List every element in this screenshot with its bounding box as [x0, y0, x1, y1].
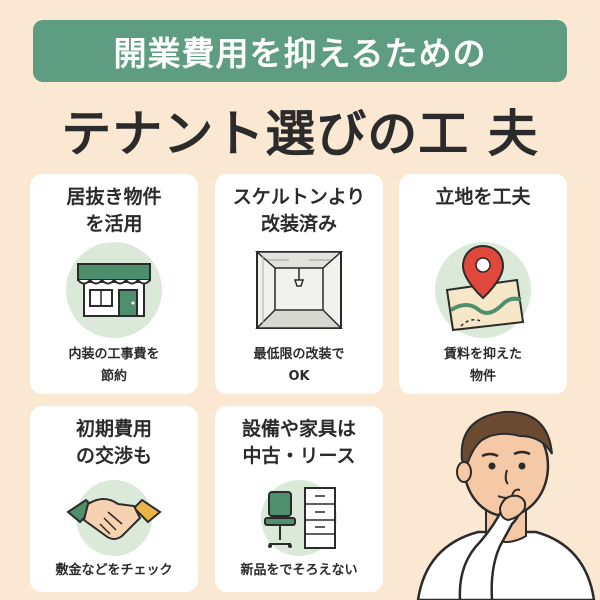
- thinking-person-illustration: [416, 410, 596, 600]
- card-title-line: 立地を工夫: [435, 186, 531, 208]
- map-pin-icon: [435, 242, 531, 338]
- empty-room-icon: [255, 251, 343, 329]
- card-note-line: 物件: [469, 369, 496, 384]
- card-note-line: 節約: [100, 369, 127, 384]
- card-note-line: 最低限の改装で: [253, 347, 345, 362]
- card-skeleton: スケルトンより 改装済み 最低限の改装で OK: [215, 174, 383, 394]
- card-inuki: 居抜き物件 を活用 内装の工事費を 節約: [30, 174, 198, 394]
- card-title-line: の交渉も: [75, 445, 152, 467]
- card-note-line: 敷金などをチェック: [55, 563, 173, 578]
- page-title: テナント選びの工 夫: [0, 94, 600, 166]
- card-title-line: 中古・リース: [242, 445, 356, 467]
- card-initial-cost: 初期費用 の交渉も 敷金などをチェック: [30, 406, 198, 592]
- card-note-line: 新品をでそろえない: [240, 563, 358, 578]
- card-title-line: 設備や家具は: [241, 418, 356, 440]
- storefront-icon: [66, 242, 162, 338]
- card-title-line: を活用: [85, 213, 143, 235]
- office-furniture-icon: [261, 480, 337, 556]
- card-note: 内装の工事費を 節約: [30, 344, 198, 388]
- card-title: 立地を工夫: [399, 184, 567, 211]
- card-note: 敷金などをチェック: [30, 560, 198, 582]
- card-note: 新品をでそろえない: [215, 560, 383, 582]
- card-note: 最低限の改装で OK: [215, 344, 383, 388]
- card-title: スケルトンより 改装済み: [215, 184, 383, 238]
- card-note-line: OK: [288, 369, 310, 384]
- card-note-line: 内装の工事費を: [68, 347, 160, 362]
- card-title: 居抜き物件 を活用: [30, 184, 198, 238]
- card-location: 立地を工夫 賃料を抑えた 物件: [399, 174, 567, 394]
- card-title-line: 改装済み: [260, 213, 337, 235]
- card-note-line: 賃料を抑えた: [443, 347, 522, 362]
- card-title-line: 初期費用: [75, 418, 152, 440]
- card-equipment: 設備や家具は 中古・リース 新品をでそろえない: [215, 406, 383, 592]
- card-note: 賃料を抑えた 物件: [399, 344, 567, 388]
- card-title-line: 居抜き物件: [66, 186, 162, 208]
- card-title-line: スケルトンより: [232, 186, 366, 208]
- banner-text: 開業費用を抑えるための: [113, 34, 487, 73]
- card-title: 初期費用 の交渉も: [30, 416, 198, 470]
- banner: 開業費用を抑えるための: [33, 20, 567, 82]
- page-title-text: テナント選びの工 夫: [61, 105, 539, 163]
- handshake-icon: [66, 480, 162, 556]
- card-title: 設備や家具は 中古・リース: [215, 416, 383, 470]
